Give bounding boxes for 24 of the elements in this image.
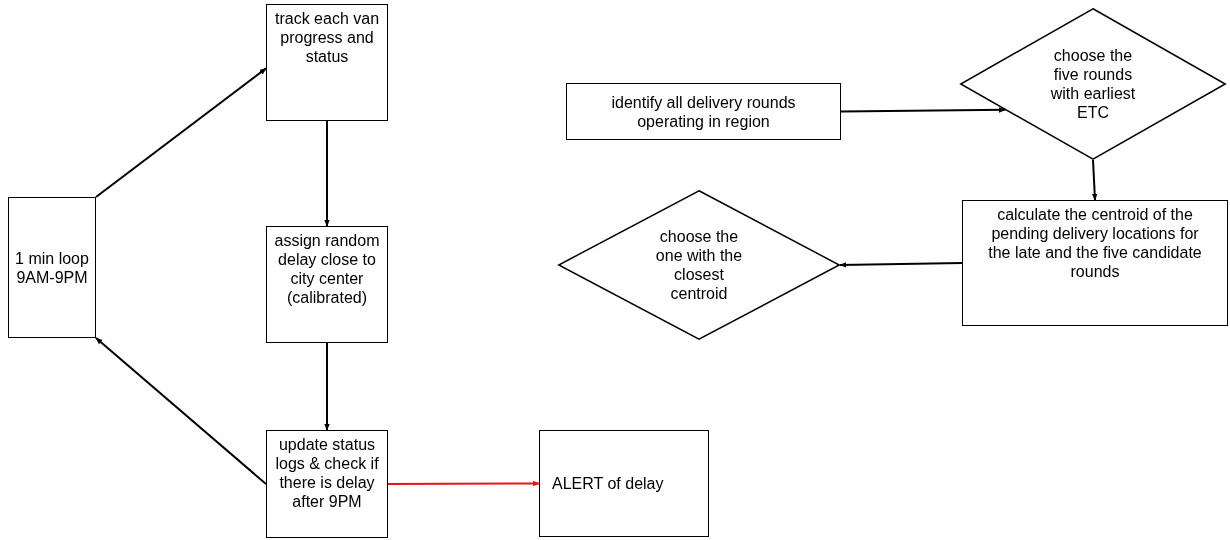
process-box bbox=[266, 430, 388, 538]
arrow bbox=[324, 120, 330, 227]
arrow bbox=[95, 337, 267, 485]
node-text: calculate the centroid of the pending delivery locations for the late and the five candidate rounds bbox=[987, 205, 1203, 281]
node-text: track each van progress and status bbox=[273, 9, 381, 66]
node-text: 1 min loop 9AM-9PM bbox=[14, 248, 90, 287]
node-text: ALERT of delay bbox=[552, 474, 664, 493]
process-box bbox=[8, 197, 96, 338]
process-box bbox=[539, 430, 709, 537]
arrow bbox=[95, 67, 267, 198]
node-text: identify all delivery rounds operating in region bbox=[610, 92, 797, 131]
node-text: assign random delay close to city center (calibrated) bbox=[273, 231, 381, 307]
process-box bbox=[962, 200, 1228, 326]
node-text: update status logs & check if there is delay after 9PM bbox=[274, 435, 380, 511]
arrow bbox=[839, 262, 963, 268]
node-text: choose the five rounds with earliest ETC bbox=[1049, 46, 1137, 122]
process-box bbox=[266, 4, 388, 121]
arrow bbox=[840, 107, 1007, 113]
arrow bbox=[324, 342, 330, 431]
arrow bbox=[1091, 159, 1098, 201]
arrow bbox=[387, 480, 540, 487]
process-box bbox=[566, 83, 841, 140]
node-text: choose the one with the closest centroid bbox=[654, 227, 744, 303]
process-box bbox=[266, 226, 388, 343]
